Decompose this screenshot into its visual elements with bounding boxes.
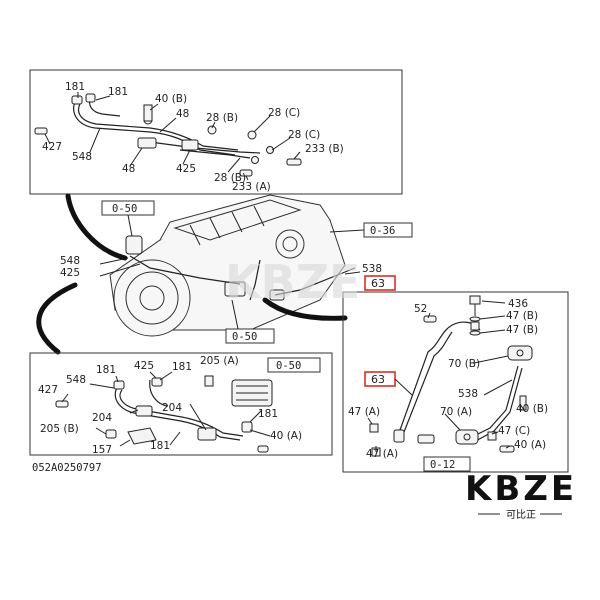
callout-48: 48 (122, 163, 135, 175)
callout-548: 548 (60, 255, 80, 267)
callout-538: 538 (362, 263, 382, 275)
callout-28b: 28 (B) (214, 172, 246, 184)
callout-204: 204 (162, 402, 182, 414)
callout-157: 157 (92, 444, 112, 456)
callout-425: 425 (60, 267, 80, 279)
svg-text:0-50: 0-50 (112, 203, 137, 215)
highlight-ref-63-lower: 63 (364, 371, 413, 396)
callout-47a: 47 (A) (366, 448, 398, 460)
right-inset: 436 52 47 (B) 47 (B) 70 (B) 538 40 (B) 4… (342, 291, 569, 473)
ref-0-50-bottom (267, 357, 321, 373)
callout-181: 181 (108, 86, 128, 98)
callout-427: 427 (38, 384, 58, 396)
callout-233b: 233 (B) (305, 143, 344, 155)
callout-436: 436 (508, 298, 528, 310)
ref-0-50-top: 0-50 (101, 200, 155, 237)
callout-538: 538 (458, 388, 478, 400)
callout-181: 181 (96, 364, 116, 376)
callout-28b: 28 (B) (206, 112, 238, 124)
callout-47b: 47 (B) (506, 310, 538, 322)
callout-47a: 47 (A) (348, 406, 380, 418)
svg-text:0-36: 0-36 (370, 225, 395, 237)
callout-28c: 28 (C) (268, 107, 300, 119)
callout-204: 204 (92, 412, 112, 424)
watermark-brand-text: KBZE (465, 469, 577, 509)
callout-70a: 70 (A) (440, 406, 472, 418)
top-inset: 181 181 40 (B) 48 28 (B) 28 (C) 427 28 (… (29, 69, 403, 195)
callout-548: 548 (72, 151, 92, 163)
svg-text:0-50: 0-50 (232, 331, 257, 343)
callout-181: 181 (172, 361, 192, 373)
detail-arc-top (65, 193, 128, 261)
watermark-logo: KBZE 可比正 (465, 469, 577, 521)
callout-427: 427 (42, 141, 62, 153)
ref-0-50-bottom-text: 0-50 (276, 360, 301, 372)
callout-40b: 40 (B) (516, 403, 548, 415)
callout-40a: 40 (A) (514, 439, 546, 451)
callout-425: 425 (176, 163, 196, 175)
callout-233a: 233 (A) (232, 181, 271, 193)
watermark-faint-logo: KBZE (225, 255, 360, 309)
callout-181: 181 (65, 81, 85, 93)
callout-548: 548 (66, 374, 86, 386)
watermark-subtitle: 可比正 (506, 509, 536, 521)
highlight-ref-63-upper: 63 (364, 275, 396, 291)
callout-70b: 70 (B) (448, 358, 480, 370)
svg-text:63: 63 (371, 373, 385, 386)
ref-0-12-text: 0-12 (430, 459, 455, 471)
callout-205a: 205 (A) (200, 355, 239, 367)
callout-205b: 205 (B) (40, 423, 79, 435)
callout-425: 425 (134, 360, 154, 372)
callout-28c: 28 (C) (288, 129, 320, 141)
callout-181: 181 (150, 440, 170, 452)
detail-arc-bottom (36, 282, 78, 355)
callout-40a: 40 (A) (270, 430, 302, 442)
callout-47c: 47 (C) (498, 425, 530, 437)
detail-arc-right (262, 297, 348, 321)
ref-0-12 (423, 456, 471, 472)
engine-drawing: 548 425 538 (60, 194, 382, 337)
bottom-left-inset: 181 425 205 (A) 548 181 427 204 204 181 … (29, 352, 333, 456)
callout-48: 48 (176, 108, 189, 120)
drawing-code: 052A0250797 (32, 462, 102, 474)
callout-40b: 40 (B) (155, 93, 187, 105)
callout-52: 52 (414, 303, 427, 315)
callout-181: 181 (258, 408, 278, 420)
callout-47b: 47 (B) (506, 324, 538, 336)
ref-0-36: 0-36 (329, 222, 413, 238)
watermark-center: KBZE (225, 255, 360, 309)
svg-text:63: 63 (371, 277, 385, 290)
ref-0-50-mid: 0-50 (225, 299, 275, 344)
